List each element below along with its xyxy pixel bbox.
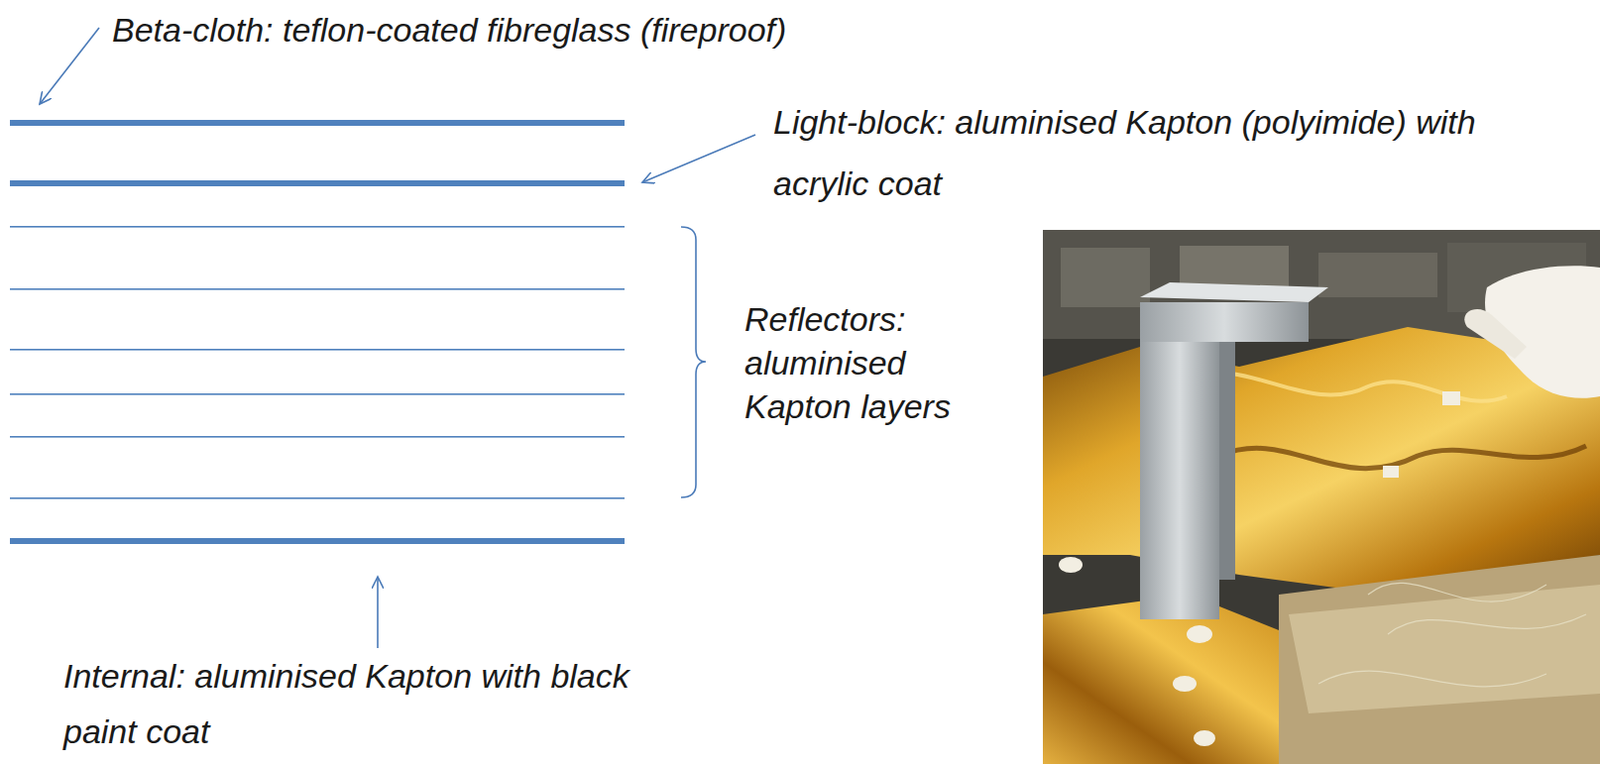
- layer-lines: [9, 119, 625, 545]
- layer-label: Light-block: aluminised Kapton (polyimid…: [773, 91, 1567, 215]
- layer-label: Beta-cloth: teflon-coated fibreglass (fi…: [112, 7, 1104, 52]
- layer-label: Reflectors: aluminised Kapton layers: [744, 297, 1013, 429]
- layer-label: Internal: aluminised Kapton with black p…: [63, 648, 659, 760]
- spacecraft-photo: [1042, 229, 1600, 764]
- leader-arrows: [39, 27, 756, 649]
